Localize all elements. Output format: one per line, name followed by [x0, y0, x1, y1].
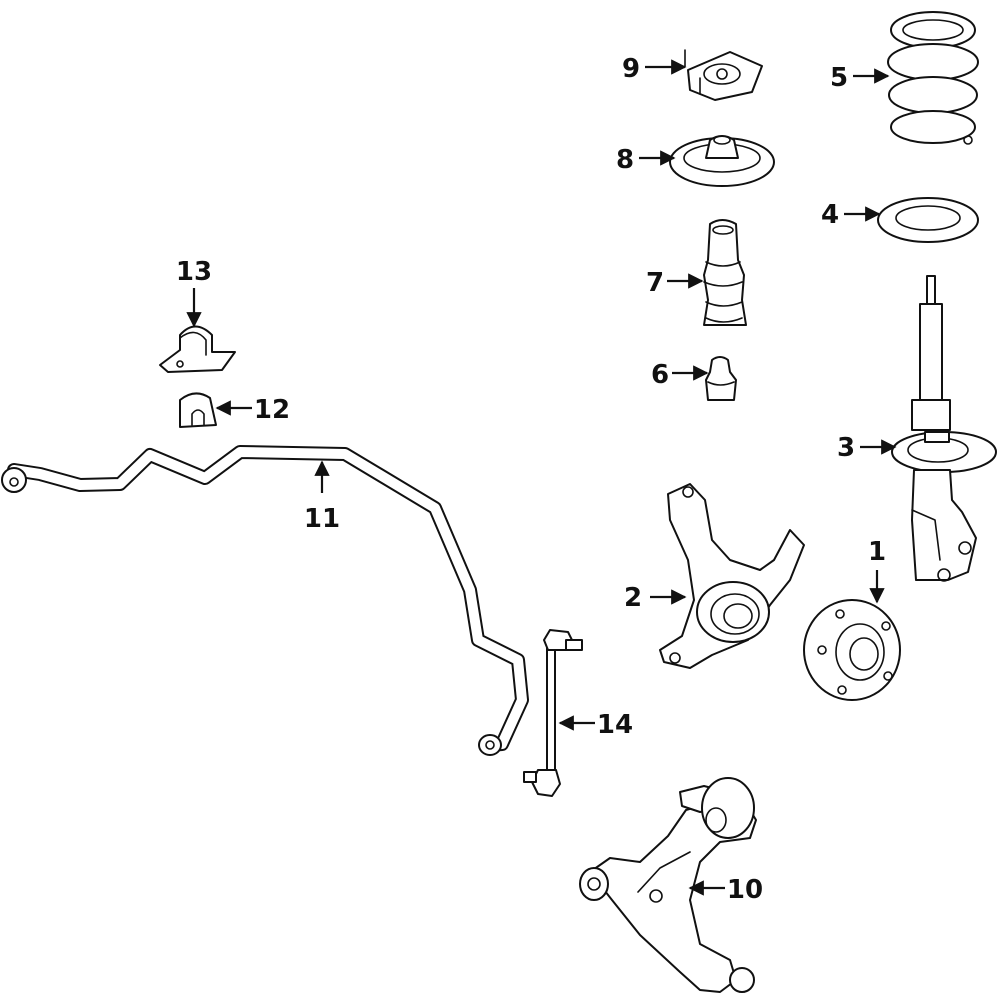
strut-assembly: [891, 275, 997, 582]
strut-mount: [684, 49, 763, 101]
callout-11: 11: [304, 504, 340, 534]
callout-5: 5: [830, 63, 848, 93]
steering-knuckle: [659, 483, 805, 669]
callout-10: 10: [727, 875, 763, 905]
callout-1: 1: [868, 537, 886, 567]
stabilizer-bar-outline: [7, 445, 529, 752]
stabilizer-bar-right-eye: [478, 734, 502, 756]
spring-seat-insulator: [877, 197, 979, 243]
leader-lines: [186, 59, 897, 896]
bump-stop: [705, 356, 737, 401]
stabilizer-bushing: [179, 392, 217, 428]
stabilizer-bar: [1, 445, 529, 756]
callout-7: 7: [646, 268, 664, 298]
callout-labels: 1 2 3 4 5 6 7 8 9 10 11 12 13 14: [176, 54, 886, 905]
callout-9: 9: [622, 54, 640, 84]
callout-4: 4: [821, 200, 839, 230]
stabilizer-bar-left-eye: [1, 467, 27, 493]
stabilizer-bar-left-eye-hole: [9, 477, 19, 487]
callout-13: 13: [176, 257, 212, 287]
lower-control-arm: [579, 777, 757, 993]
stabilizer-link: [523, 629, 583, 797]
callout-6: 6: [651, 360, 669, 390]
callout-8: 8: [616, 145, 634, 175]
stabilizer-bar-right-eye-hole: [485, 740, 495, 750]
stabilizer-bar-core: [9, 447, 527, 750]
dust-boot: [703, 219, 747, 326]
callout-2: 2: [624, 583, 642, 613]
bushing-bracket: [159, 325, 236, 373]
callout-12: 12: [254, 395, 290, 425]
callout-14: 14: [597, 710, 633, 740]
upper-spring-seat: [669, 135, 775, 187]
wheel-hub-bearing: [803, 599, 901, 701]
callout-3: 3: [837, 433, 855, 463]
coil-spring: [887, 11, 979, 145]
